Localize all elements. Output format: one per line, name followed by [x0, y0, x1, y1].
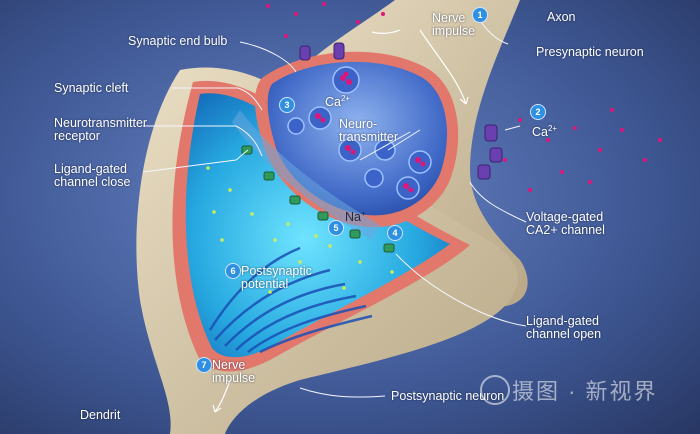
postsynaptic-cytoplasm [185, 93, 450, 358]
postsynaptic-fibers [208, 246, 373, 354]
synaptic-cleft-band [232, 110, 380, 240]
ca-outside-text: Ca [532, 125, 548, 140]
label-ca-inside: Ca2+ [325, 92, 350, 109]
label-ligand-gated-close: Ligand-gated channel close [54, 162, 131, 189]
label-axon: Axon [547, 10, 576, 24]
step-badge-1: 1 [472, 7, 488, 23]
label-neurotransmitter: Neuro- transmitter [339, 117, 399, 144]
voltage-gated-channels [299, 42, 503, 180]
leader-lines [142, 19, 527, 398]
step-badge-6: 6 [225, 263, 241, 279]
label-ca-outside: Ca2+ [532, 122, 557, 139]
presynaptic-cytoplasm [267, 61, 448, 216]
label-na: Na+ [345, 207, 366, 224]
flow-arrows [212, 29, 469, 413]
na-sup: + [360, 209, 366, 218]
watermark-logo-icon [480, 375, 510, 405]
ca-outside-sup: 2+ [547, 124, 558, 133]
step-badge-3: 3 [279, 97, 295, 113]
label-nerve-impulse-bottom: Nerve impulse [212, 358, 256, 385]
step-badge-5: 5 [328, 220, 344, 236]
label-nerve-impulse-top: Nerve impulse [432, 11, 476, 38]
label-ligand-gated-open: Ligand-gated channel open [526, 314, 602, 341]
label-voltage-gated: Voltage-gated CA2+ channel [526, 210, 605, 237]
ca-inside-sup: 2+ [340, 94, 351, 103]
label-postsynaptic-neuron: Postsynaptic neuron [391, 389, 505, 403]
step-badge-7: 7 [196, 357, 212, 373]
label-postsynaptic-potential: Postsynaptic potential [241, 264, 312, 291]
label-synaptic-cleft: Synaptic cleft [54, 81, 129, 95]
calcium-ions [266, 2, 662, 192]
watermark-text: 摄图 · 新视界 [512, 379, 658, 404]
ca-inside-text: Ca [325, 95, 341, 110]
label-presynaptic-neuron: Presynaptic neuron [536, 45, 644, 59]
step-badge-4: 4 [387, 225, 403, 241]
label-synaptic-end-bulb: Synaptic end bulb [128, 34, 228, 48]
na-text: Na [345, 210, 361, 225]
label-neurotransmitter-receptor: Neurotransmitter receptor [54, 116, 148, 143]
neurotransmitter-receptors [241, 145, 395, 253]
label-dendrit: Dendrit [80, 408, 121, 422]
synaptic-vesicles [287, 66, 432, 200]
step-badge-2: 2 [530, 104, 546, 120]
calcium-clusters [315, 71, 426, 193]
